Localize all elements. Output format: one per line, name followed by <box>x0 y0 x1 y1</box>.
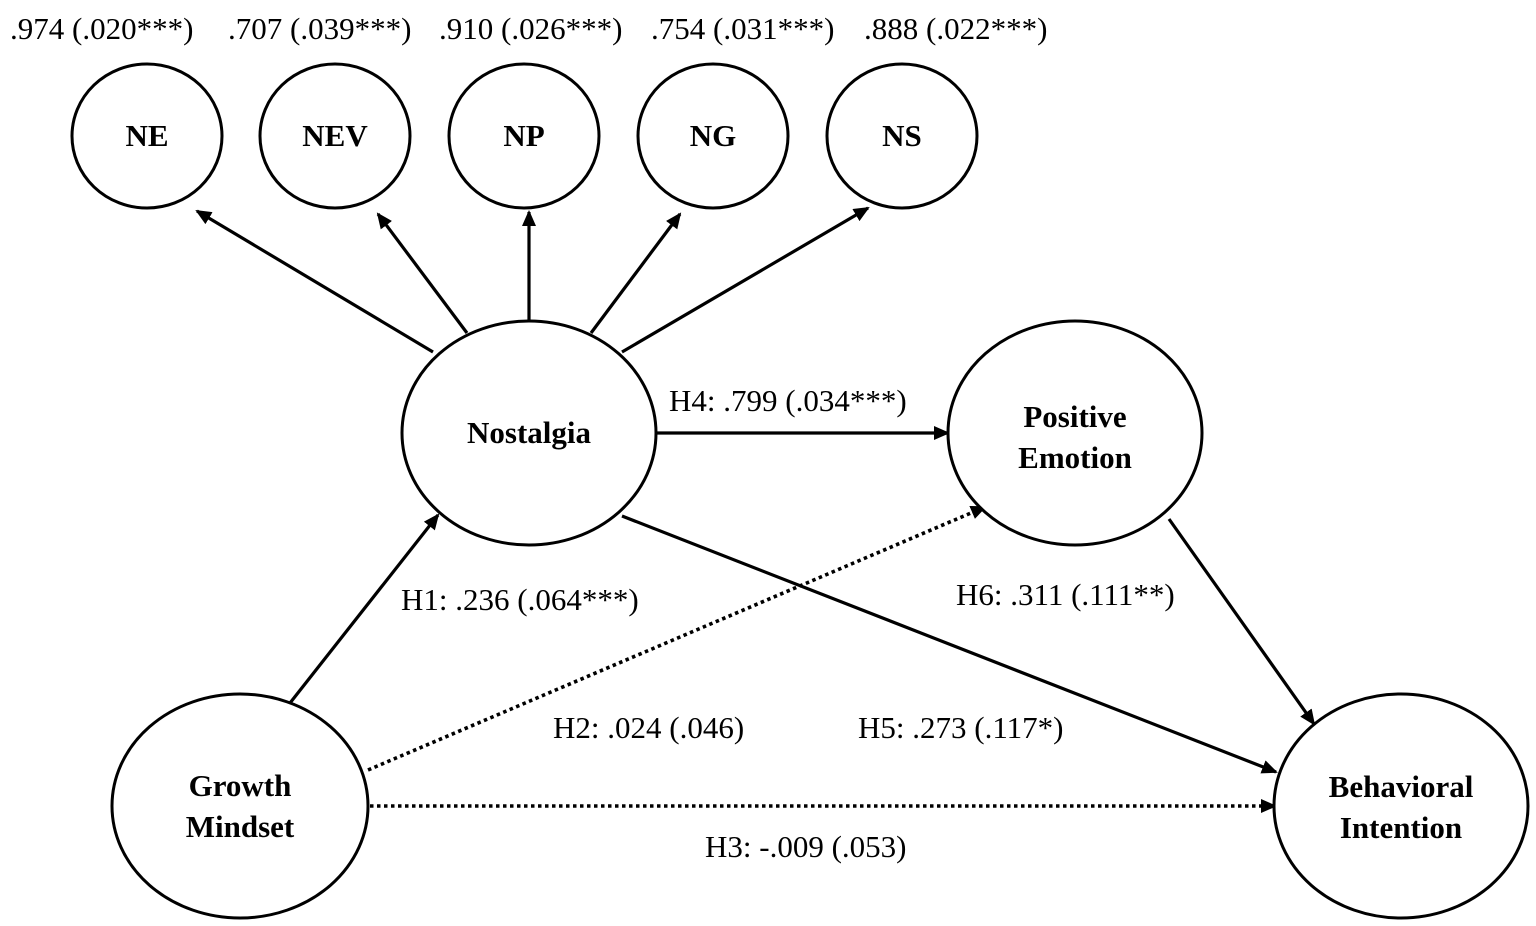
node-growth-mindset-label-line1: Growth <box>189 768 292 803</box>
loading-label-ns: .888 (.022***) <box>864 11 1047 46</box>
loading-label-nev: .707 (.039***) <box>228 11 411 46</box>
node-nostalgia: Nostalgia <box>400 319 658 547</box>
node-nev: NEV <box>258 62 412 210</box>
loading-label-np: .910 (.026***) <box>439 11 622 46</box>
edge-nostalgia-ns <box>621 206 870 354</box>
path-label-h4: H4: .799 (.034***) <box>669 383 907 418</box>
path-label-h6: H6: .311 (.111**) <box>956 577 1175 612</box>
node-ne-label: NE <box>125 118 168 153</box>
node-np-label: NP <box>503 118 544 153</box>
node-behavioral-intention-label-line1: Behavioral <box>1329 769 1474 804</box>
node-ne: NE <box>70 62 224 210</box>
edge-nostalgia-ng <box>589 212 682 334</box>
node-positive-emotion-label-line2: Emotion <box>1018 440 1132 475</box>
node-ng-label: NG <box>690 118 737 153</box>
node-np: NP <box>447 62 601 210</box>
node-nostalgia-label: Nostalgia <box>467 415 592 450</box>
node-positive-emotion-label-line1: Positive <box>1023 399 1126 434</box>
edge-nostalgia-nev <box>376 212 469 334</box>
path-label-h1: H1: .236 (.064***) <box>401 582 639 617</box>
node-growth-mindset-label-line2: Mindset <box>186 809 295 844</box>
edge-h1-growth-mindset-nostalgia <box>288 513 440 704</box>
edge-h5-nostalgia-behavioral-intention <box>621 514 1278 774</box>
edge-h6-positive-emotion-behavioral-intention <box>1167 518 1316 726</box>
path-label-h2: H2: .024 (.046) <box>553 710 744 745</box>
node-positive-emotion: Positive Emotion <box>946 319 1204 547</box>
node-behavioral-intention: Behavioral Intention <box>1272 692 1530 920</box>
node-ns-label: NS <box>882 118 922 153</box>
loading-label-ne: .974 (.020***) <box>10 11 193 46</box>
node-nev-label: NEV <box>302 118 368 153</box>
path-label-h5: H5: .273 (.117*) <box>858 710 1064 745</box>
node-behavioral-intention-label-line2: Intention <box>1340 810 1462 845</box>
node-ng: NG <box>636 62 790 210</box>
edge-nostalgia-ne <box>195 209 434 354</box>
path-label-h3: H3: -.009 (.053) <box>705 829 906 864</box>
node-ns: NS <box>825 62 979 210</box>
node-growth-mindset: Growth Mindset <box>110 692 370 920</box>
loading-label-ng: .754 (.031***) <box>651 11 834 46</box>
